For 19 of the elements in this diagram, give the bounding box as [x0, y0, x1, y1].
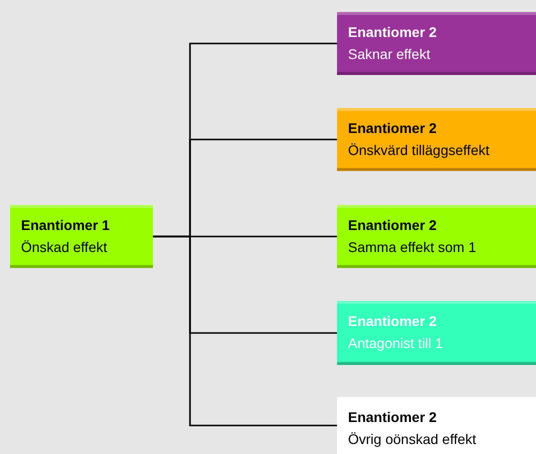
node-title: Enantiomer 1: [21, 216, 111, 235]
node-description: Samma effekt som 1: [348, 238, 478, 257]
label-box: [337, 205, 536, 268]
node-description: Övrig oönskad effekt: [348, 430, 478, 449]
node-description: Önskad effekt: [21, 238, 108, 257]
node-title: Enantiomer 2: [348, 119, 438, 138]
label-box: [337, 301, 536, 365]
connector-line: [153, 236, 337, 426]
node-description: Saknar effekt: [348, 45, 432, 64]
label-box: [10, 205, 153, 268]
node-description: Antagonist till 1: [348, 334, 444, 353]
node-title: Enantiomer 2: [348, 216, 438, 235]
node-description: Önskvärd tilläggseffekt: [348, 141, 490, 160]
label-box: [337, 397, 536, 454]
label-box: [337, 12, 536, 75]
node-title: Enantiomer 2: [348, 312, 438, 331]
node-title: Enantiomer 2: [348, 23, 438, 42]
label-box: [337, 108, 536, 171]
node-title: Enantiomer 2: [348, 408, 438, 427]
